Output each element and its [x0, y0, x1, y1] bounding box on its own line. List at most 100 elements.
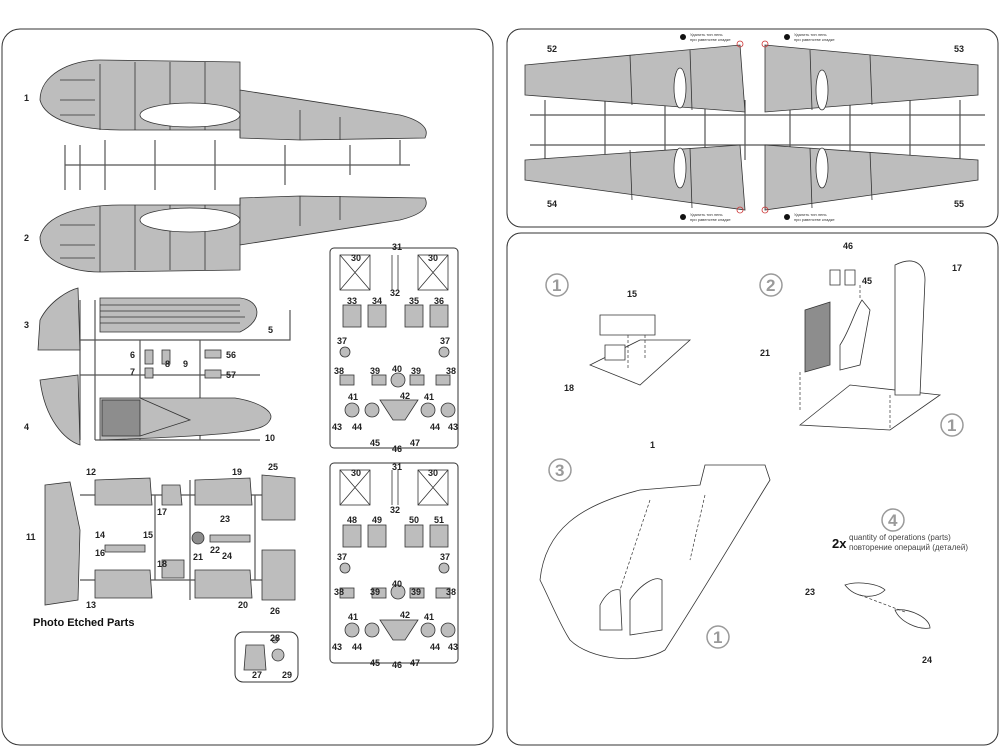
wing-tip-note: при равенстве кладке [794, 37, 835, 42]
wing-tip-note: при равенстве кладке [690, 217, 731, 222]
label-11: 11 [26, 532, 36, 542]
pe-label: 48 [347, 515, 357, 525]
assembly-step-3 [539, 458, 771, 660]
wing-tip-note: при равенстве кладке [690, 37, 731, 42]
part-number-labels: 1 2 52 53 54 55 3 4 5 6 7 8 9 56 57 10 1… [24, 44, 964, 680]
wing-sprue-panel [506, 28, 999, 228]
seat-sprue [44, 474, 296, 606]
step2-label-46: 46 [843, 241, 853, 251]
label-3: 3 [24, 320, 29, 330]
pe-label: 32 [390, 288, 400, 298]
pe-label: 45 [370, 658, 380, 668]
pe-label: 44 [352, 642, 362, 652]
step1-label-18: 18 [564, 383, 574, 393]
assembly-step-4 [844, 508, 931, 629]
pe-label: 31 [392, 462, 402, 472]
pe-label: 43 [448, 642, 458, 652]
pe-label: 46 [392, 660, 402, 670]
label-29: 29 [282, 670, 292, 680]
multiplier-note-en: quantity of operations (parts) [849, 533, 951, 542]
fuselage-sprue [64, 140, 410, 190]
label-25: 25 [268, 462, 278, 472]
step4-label-23: 23 [805, 587, 815, 597]
pe-small-fret [234, 631, 299, 683]
step-4-number: 4 [888, 511, 898, 530]
wing-tip-note: Удалить тип лень [794, 32, 827, 37]
pe-label: 40 [392, 364, 402, 374]
pe-label: 44 [430, 422, 440, 432]
pe-label: 41 [424, 612, 434, 622]
step2-label-45: 45 [862, 276, 872, 286]
pe-label: 39 [411, 366, 421, 376]
pe-label: 30 [428, 253, 438, 263]
pe-label: 33 [347, 296, 357, 306]
fuselage-half-1 [39, 59, 427, 141]
label-16: 16 [95, 548, 105, 558]
pe-label: 39 [370, 587, 380, 597]
assembly-step-2 [759, 260, 964, 437]
label-18: 18 [157, 559, 167, 569]
step-2-number: 2 [766, 276, 775, 295]
pe-label: 37 [440, 336, 450, 346]
step1-label-15: 15 [627, 289, 637, 299]
label-6: 6 [130, 350, 135, 360]
pe-label: 34 [372, 296, 382, 306]
label-7: 7 [130, 367, 135, 377]
pe-label: 35 [409, 296, 419, 306]
wing-tip-note: при равенстве кладке [794, 217, 835, 222]
step3-label-1: 1 [650, 440, 655, 450]
multiplier-2x: 2x [832, 536, 847, 551]
label-20: 20 [238, 600, 248, 610]
pe-label: 46 [392, 444, 402, 454]
step-1-number: 1 [552, 276, 561, 295]
step2-label-17: 17 [952, 263, 962, 273]
pe-fret-upper-labels: 30 31 30 33 34 32 35 36 37 37 38 39 40 3… [332, 242, 458, 454]
label-56: 56 [226, 350, 236, 360]
label-9: 9 [183, 359, 188, 369]
pe-label: 45 [370, 438, 380, 448]
interior-sprue [37, 287, 291, 446]
label-21: 21 [193, 552, 203, 562]
pe-label: 39 [411, 587, 421, 597]
label-1: 1 [24, 93, 29, 103]
wing-sprue [524, 34, 985, 220]
pe-label: 44 [430, 642, 440, 652]
label-17: 17 [157, 507, 167, 517]
pe-label: 43 [332, 422, 342, 432]
wing-tip-note: Удалить тип лень [690, 32, 723, 37]
label-27: 27 [252, 670, 262, 680]
label-54: 54 [547, 199, 557, 209]
label-2: 2 [24, 233, 29, 243]
pe-label: 50 [409, 515, 419, 525]
pe-label: 39 [370, 366, 380, 376]
label-15: 15 [143, 530, 153, 540]
label-26: 26 [270, 606, 280, 616]
pe-label: 41 [424, 392, 434, 402]
pe-label: 38 [446, 587, 456, 597]
step-3-number: 3 [555, 461, 564, 480]
wing-tip-note: Удалить тип лень [794, 212, 827, 217]
step4-label-24: 24 [922, 655, 932, 665]
wing-tip-note: Удалить тип лень [690, 212, 723, 217]
label-5: 5 [268, 325, 273, 335]
pe-label: 30 [351, 253, 361, 263]
pe-label: 30 [351, 468, 361, 478]
pe-fret-lower-labels: 30 31 30 48 49 32 50 51 37 37 38 39 40 3… [332, 462, 458, 670]
label-52: 52 [547, 44, 557, 54]
pe-label: 51 [434, 515, 444, 525]
label-28: 28 [270, 633, 280, 643]
pe-label: 31 [392, 242, 402, 252]
fuselage-half-2 [39, 195, 427, 273]
pe-label: 42 [400, 610, 410, 620]
step2-label-21: 21 [760, 348, 770, 358]
label-19: 19 [232, 467, 242, 477]
pe-label: 43 [448, 422, 458, 432]
pe-label: 41 [348, 612, 358, 622]
pe-label: 43 [332, 642, 342, 652]
label-53: 53 [954, 44, 964, 54]
subassembly-ref-1: 1 [947, 416, 956, 435]
pe-label: 37 [440, 552, 450, 562]
pe-label: 36 [434, 296, 444, 306]
multiplier-note-ru: повторение операций (деталей) [849, 543, 968, 552]
